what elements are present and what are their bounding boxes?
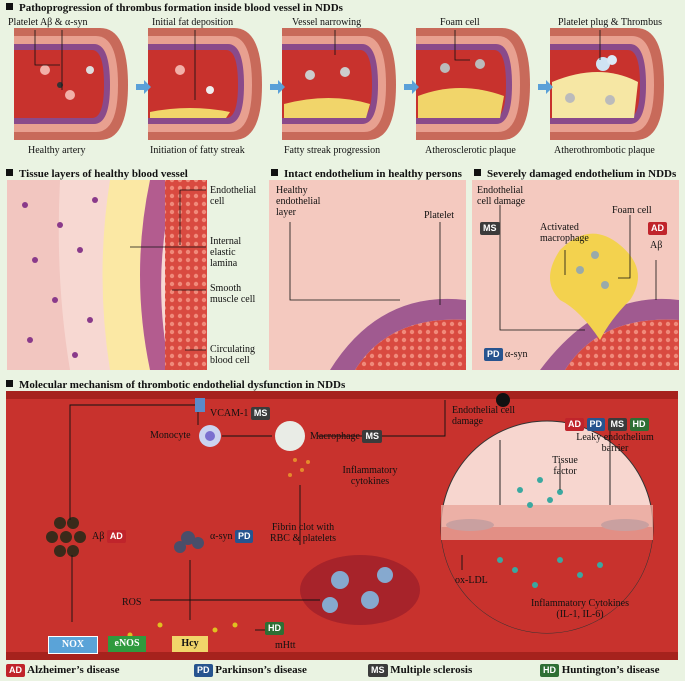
section-title-molecular: Molecular mechanism of thrombotic endoth… [6, 379, 345, 391]
label-vcam1: VCAM-1 MS [210, 407, 271, 420]
label-internal-elastic-lamina: Internal elastic lamina [210, 236, 242, 269]
label-endothelial-cell-damage-mol: Endothelial cell damage [452, 405, 516, 427]
label-tissue-factor: Tissue factor [552, 455, 578, 477]
caption-atherosclerotic-plaque: Atherosclerotic plaque [425, 145, 516, 156]
tissue-panel [7, 180, 207, 370]
hcy-box: Hcy [172, 636, 208, 652]
vessel-atherothrombotic-plaque [550, 28, 664, 140]
label-asyn: α-syn PD [210, 530, 254, 543]
label-platelet-abeta-asyn: Platelet Aβ & α-syn [8, 17, 88, 28]
nox-box: NOX [48, 636, 98, 654]
vessel-fatty-streak-progression [282, 28, 396, 140]
legend-item-ad: AD Alzheimer’s disease [6, 664, 120, 677]
label-platelet-plug-thrombus: Platelet plug & Thrombus [558, 17, 662, 28]
vessel-healthy-artery [14, 28, 128, 140]
label-fibrin-clot: Fibrin clot with RBC & platelets [269, 522, 337, 544]
damaged-panel [472, 180, 679, 370]
label-endothelial-cell: Endothelial cell [210, 185, 257, 207]
caption-initiation-fatty-streak: Initiation of fatty streak [150, 145, 245, 156]
label-healthy-endothelial-layer: Healthy endothelial layer [276, 185, 321, 218]
label-mhtt: mHtt [275, 640, 296, 651]
label-abeta: Aβ AD [92, 530, 126, 543]
enos-box: eNOS [108, 636, 146, 652]
label-inflammatory-cytokines-il: Inflammatory Cytokines (IL-1, IL-6) [530, 598, 630, 620]
stage-arrows [136, 80, 553, 94]
label-vessel-narrowing: Vessel narrowing [292, 17, 362, 28]
badge-ad-damaged: AD [648, 222, 667, 235]
badge-hd-mhtt: HD [265, 622, 284, 635]
molecular-panel [6, 391, 678, 660]
caption-healthy-artery: Healthy artery [28, 145, 86, 156]
legend-item-pd: PD Parkinson’s disease [194, 664, 307, 677]
intact-panel [269, 180, 466, 370]
section-title-damaged: Severely damaged endothelium in NDDs [474, 168, 676, 180]
label-ox-ldl: ox-LDL [455, 575, 488, 586]
vessel-fatty-streak-initiation [148, 28, 262, 140]
legend-item-hd: HD Huntington’s disease [540, 664, 659, 677]
label-endothelial-cell-damage: Endothelial cell damage [477, 185, 526, 207]
label-platelet: Platelet [424, 210, 454, 221]
legend-item-ms: MS Multiple sclerosis [368, 664, 472, 677]
label-foam-cell-damaged: Foam cell [612, 205, 652, 216]
label-leaky-endothelium: Leaky endothelium barrier [576, 432, 654, 454]
badge-ms-damaged: MS [480, 222, 500, 235]
label-abeta-damaged: Aβ [650, 240, 663, 251]
section-title-intact: Intact endothelium in healthy persons [271, 168, 462, 180]
label-ros: ROS [122, 597, 142, 608]
caption-fatty-streak-progression: Fatty streak progression [284, 145, 381, 156]
label-initial-fat-deposition: Initial fat deposition [152, 17, 234, 28]
label-asyn-damaged: PD α-syn [484, 348, 527, 361]
label-circulating-blood-cell: Circulating blood cell [210, 344, 255, 366]
caption-atherothrombotic-plaque: Atherothrombotic plaque [554, 145, 655, 156]
label-activated-macrophage: Activated macrophage [540, 222, 589, 244]
label-inflammatory-cytokines: Inflammatory cytokines [342, 465, 398, 487]
section-title-pathoprogression: Pathoprogression of thrombus formation i… [6, 2, 343, 14]
label-monocyte: Monocyte [150, 430, 191, 441]
badges-disease-group: AD PD MS HD [565, 418, 649, 431]
vessel-atherosclerotic-plaque [416, 28, 530, 140]
label-smooth-muscle-cell: Smooth muscle cell [210, 283, 256, 305]
label-foam-cell: Foam cell [440, 17, 480, 28]
section-title-tissue-layers: Tissue layers of healthy blood vessel [6, 168, 188, 180]
label-macrophage: Macrophage MS [310, 430, 382, 443]
